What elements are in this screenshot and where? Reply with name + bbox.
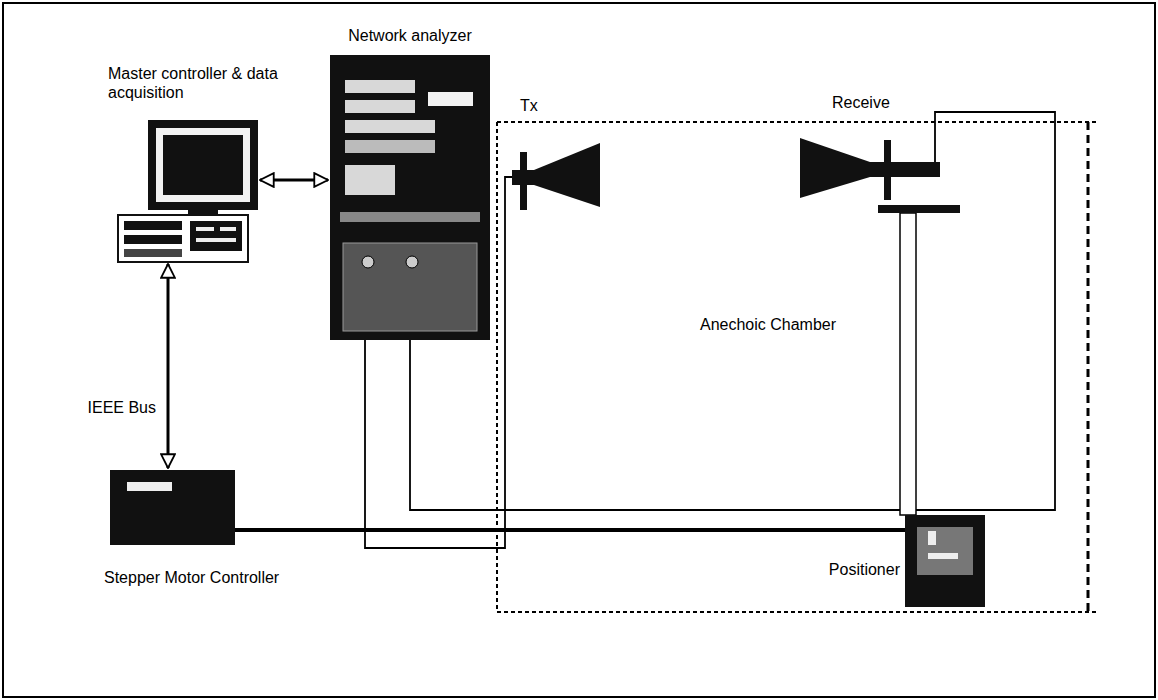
computer-node: Master controller & data acquisition <box>105 60 320 265</box>
instrument-bay <box>345 165 395 195</box>
controller-housing <box>110 470 235 545</box>
outer-border <box>3 3 1155 697</box>
chamber-wall <box>496 122 498 612</box>
front-panel <box>190 221 242 251</box>
chamber-wall <box>1087 122 1090 612</box>
instrument-bay <box>345 120 435 133</box>
keyboard-edge <box>124 249 182 257</box>
node-label: Master controller & data acquisition <box>108 64 308 102</box>
stepper-controller: Stepper Motor Controller <box>95 465 310 595</box>
panel-light <box>196 227 214 231</box>
divider-band <box>340 212 480 222</box>
tx-horn <box>534 143 600 207</box>
positioner-box-drawing <box>818 508 990 612</box>
rx-horn <box>800 138 870 198</box>
cable-line <box>235 528 905 532</box>
port-connector <box>406 256 418 268</box>
instrument-bay <box>345 80 415 93</box>
display-window <box>428 92 473 106</box>
panel-light <box>220 227 236 231</box>
analyzer-node-drawing <box>325 22 497 344</box>
positioner-mast <box>900 213 916 515</box>
computer-base <box>118 215 248 262</box>
analyzer-node: Network analyzer <box>325 22 497 344</box>
controller-display <box>127 482 172 491</box>
tx-flange <box>520 152 527 210</box>
positioner-indicator <box>928 531 936 545</box>
drive-slot <box>124 235 182 244</box>
chamber-region: Anechoic ChamberTxReceivePositioner <box>493 118 1101 616</box>
monitor-case <box>148 120 258 210</box>
tx-antenna: Tx <box>500 94 608 212</box>
tx-antenna-drawing <box>500 94 608 212</box>
bus-arrow <box>167 264 170 468</box>
node-label: Receive <box>832 93 902 112</box>
positioner-box: Positioner <box>818 508 990 612</box>
node-label: Tx <box>520 96 560 115</box>
receive-antenna: Receive <box>795 92 965 216</box>
bus-arrow <box>260 179 328 182</box>
chamber-wall <box>497 611 1098 613</box>
rx-flange <box>884 140 891 200</box>
drive-slot <box>124 221 182 230</box>
instrument-bay <box>345 140 435 153</box>
bus-label: IEEE Bus <box>86 398 158 417</box>
chamber-wall <box>497 121 1098 123</box>
positioner-housing <box>905 515 985 607</box>
cable-line <box>410 112 1055 510</box>
monitor-bezel <box>156 128 250 202</box>
node-label: Positioner <box>818 560 900 579</box>
computer-anchor <box>118 120 258 262</box>
port-connector <box>362 256 374 268</box>
node-label: Anechoic Chamber <box>700 315 870 334</box>
instrument-bay <box>345 100 415 113</box>
monitor-screen <box>163 135 243 195</box>
positioner-panel <box>917 527 973 575</box>
rx-waveguide <box>870 162 940 177</box>
node-label: Network analyzer <box>330 26 490 45</box>
chamber-anchor <box>497 122 1088 612</box>
panel-light <box>196 238 236 242</box>
rx-platform <box>878 205 960 213</box>
positioner-indicator <box>928 553 958 559</box>
node-label: Stepper Motor Controller <box>104 568 304 587</box>
port-panel <box>343 243 477 331</box>
analyzer-cabinet <box>330 55 490 340</box>
